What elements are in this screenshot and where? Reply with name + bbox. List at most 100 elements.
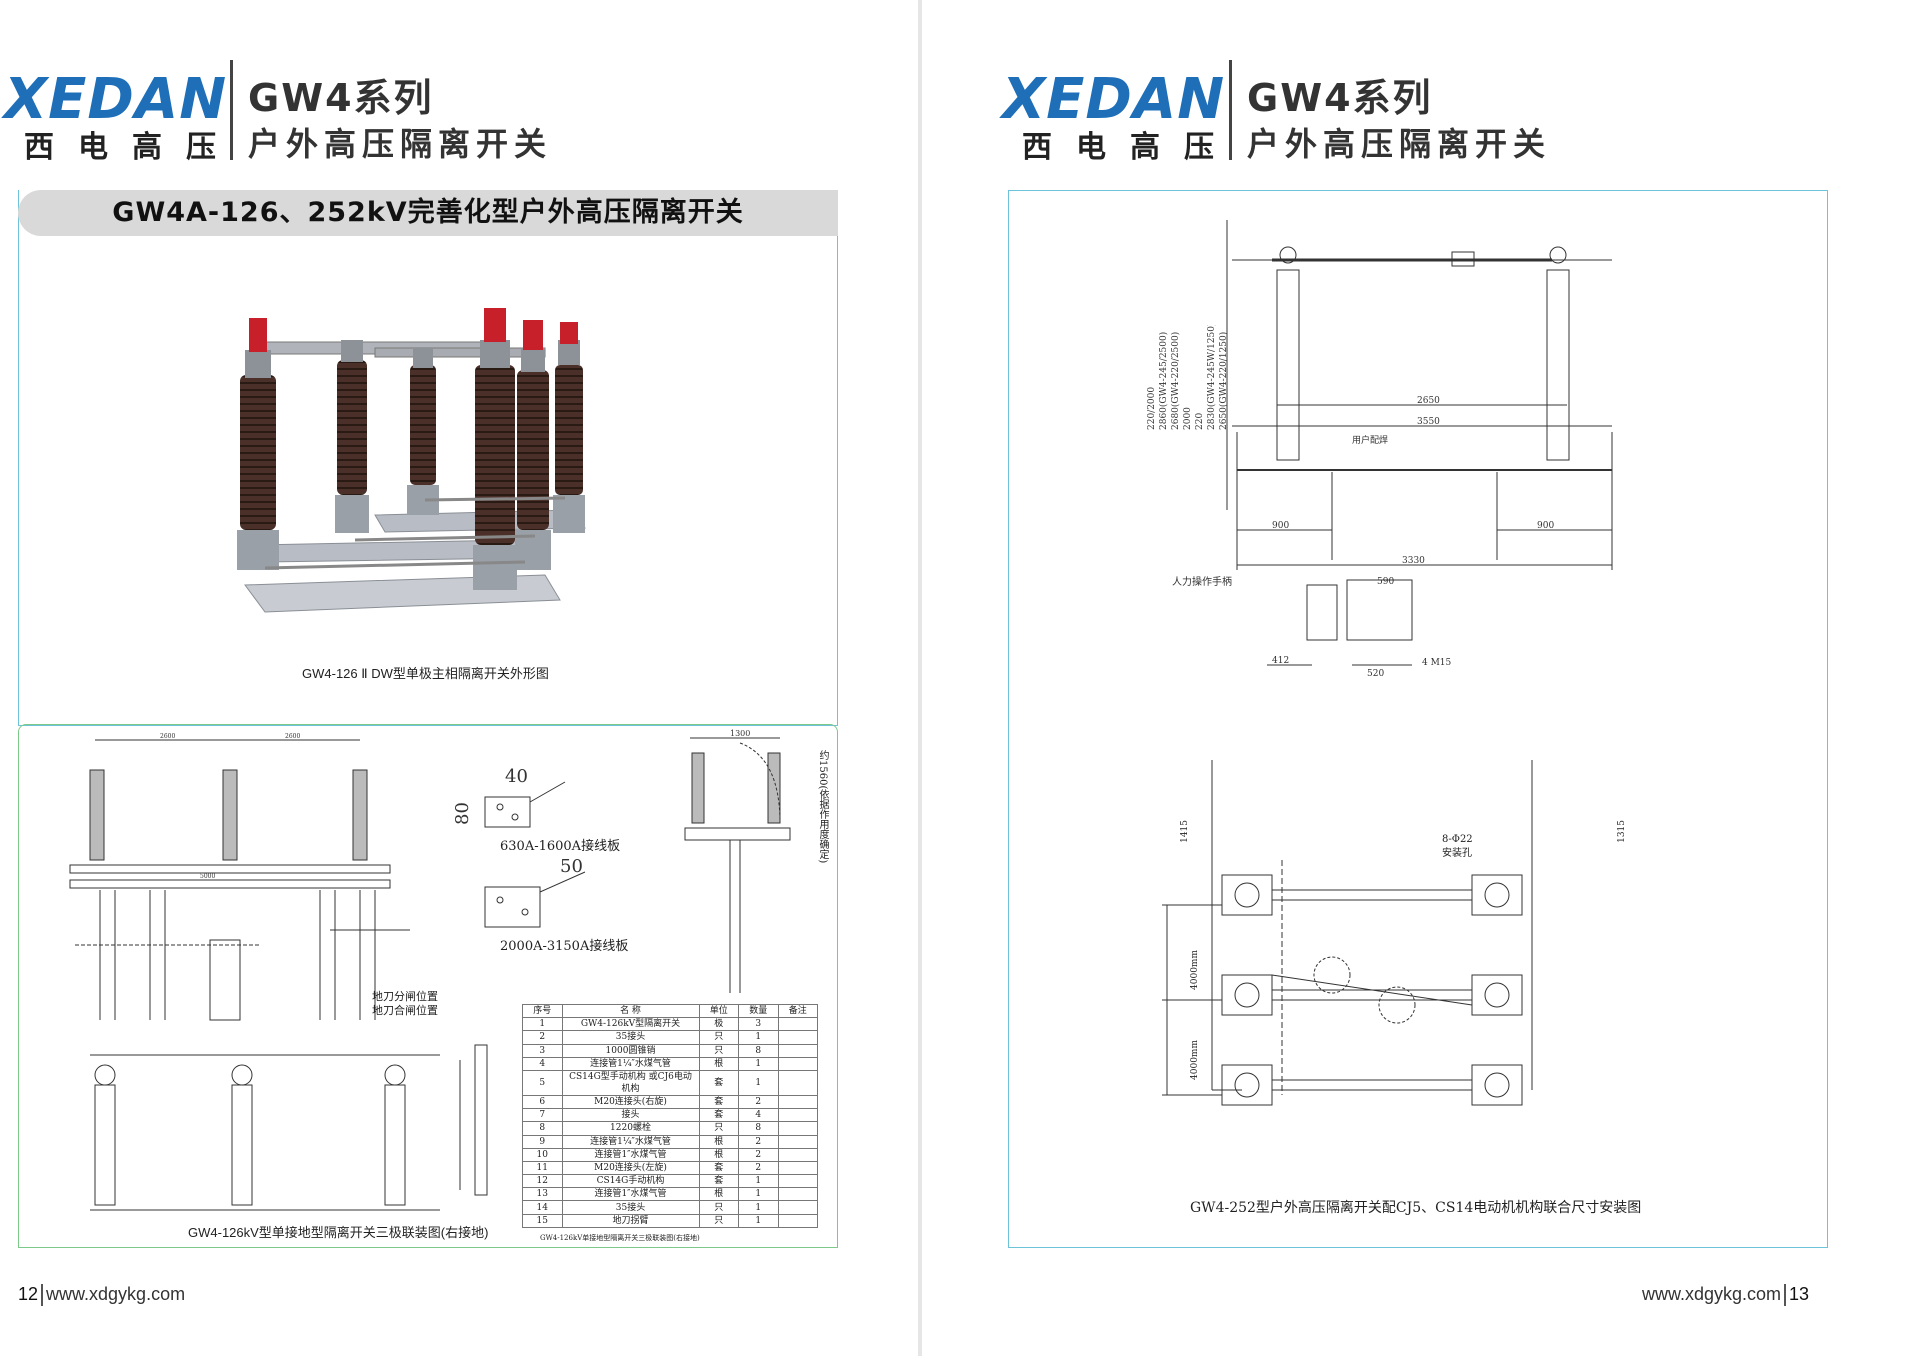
bom-cell: 12 <box>522 1174 563 1189</box>
bom-cell: 35接头 <box>561 1200 700 1215</box>
bom-cell: 根 <box>698 1056 739 1071</box>
bom-cell: 连接管1¼″水煤气管 <box>561 1134 700 1149</box>
bom-cell: 根 <box>698 1187 739 1202</box>
bom-cell: 只 <box>698 1030 739 1045</box>
bom-cell: 1 <box>738 1187 779 1202</box>
bom-cell <box>777 1017 818 1032</box>
logo-subtitle: 西电高压 <box>24 130 240 165</box>
brand-logo-right: XEDAN 西电高压 <box>1002 70 1238 166</box>
bom-cell: 2 <box>738 1094 779 1110</box>
dim-412: 412 <box>1272 656 1289 666</box>
bom-header-remark: 备注 <box>777 1003 818 1019</box>
photo-caption: GW4-126 Ⅱ DW型单极主相隔离开关外形图 <box>302 666 549 681</box>
series-subtitle: 户外高压隔离开关 <box>248 125 553 163</box>
bom-cell <box>777 1043 818 1058</box>
bom-header-unit: 单位 <box>698 1003 739 1019</box>
bom-cell: 1 <box>738 1056 779 1071</box>
logo-wordmark-right: XEDAN <box>1002 67 1226 132</box>
bom-cell: 35接头 <box>561 1030 700 1045</box>
vertical-dims-text: 220/2000 2860(GW4-245/2500) 2680(GW4-220… <box>1147 325 1229 430</box>
dim-1300: 1300 <box>730 729 750 738</box>
bom-cell <box>777 1121 818 1136</box>
left-footer-url: www.xdgykg.com <box>46 1284 186 1304</box>
bom-cell <box>777 1069 818 1096</box>
mount-hole-legend: 8-Φ22 安装孔 <box>1442 833 1473 861</box>
terminal-plate-drawing: 40 80 50 <box>452 766 586 928</box>
dim-4000-b: 4000mm <box>1190 1040 1200 1080</box>
bom-cell: 2 <box>738 1147 779 1162</box>
bom-cell: 14 <box>522 1200 563 1215</box>
bom-cell: 接头 <box>561 1108 700 1123</box>
label-manual-handle: 人力操作手柄 <box>1172 575 1232 588</box>
bom-cell: 1220螺栓 <box>561 1121 700 1136</box>
bom-cell: 2 <box>522 1030 563 1045</box>
bom-cell <box>777 1187 818 1202</box>
dim-900-a: 900 <box>1272 521 1289 531</box>
bom-header-name: 名 称 <box>561 1003 700 1019</box>
bom-cell: 13 <box>522 1187 563 1202</box>
dim-900-b: 900 <box>1537 521 1554 531</box>
bom-cell: 9 <box>522 1134 563 1149</box>
bom-cell <box>777 1030 818 1045</box>
drawing-frame <box>1008 190 1828 1248</box>
dim-1415: 1415 <box>1180 820 1190 843</box>
assembly-plan-drawing <box>90 1054 440 1211</box>
label-mount: 安装孔 <box>1442 848 1472 859</box>
bom-cell <box>777 1160 818 1176</box>
vdim-3: 2680(GW4-220/2500) <box>1170 332 1181 430</box>
bom-cell: 只 <box>698 1213 739 1228</box>
dim-40-a: 40 <box>505 766 528 787</box>
dim-2650: 2650 <box>1417 396 1440 406</box>
right-footer-url: www.xdgykg.com <box>1642 1284 1782 1304</box>
vdim-2: 2860(GW4-245/2500) <box>1158 332 1169 430</box>
footer-divider <box>41 1284 44 1307</box>
terminal-plate-1-label: 630A-1600A接线板 <box>500 839 621 854</box>
bom-cell: 地刀拐臂 <box>561 1213 700 1228</box>
bom-cell: GW4-126kV型隔离开关 <box>561 1017 700 1032</box>
bom-cell: M20连接头(左旋) <box>561 1160 700 1176</box>
bom-caption: GW4-126kV单接地型隔离开关三极联装图(右接地) <box>540 1234 700 1242</box>
bom-cell: 8 <box>522 1121 563 1136</box>
series-title-right: GW4系列 <box>1247 76 1433 120</box>
right-page: XEDAN 西电高压 GW4系列 户外高压隔离开关 <box>922 0 1920 1356</box>
bom-cell: 6 <box>522 1094 563 1110</box>
series-heading: GW4系列 户外高压隔离开关 <box>248 74 552 166</box>
bom-cell: 根 <box>698 1147 739 1162</box>
bom-cell: 极 <box>698 1017 739 1032</box>
bom-cell: 3 <box>738 1017 779 1032</box>
insulator-6 <box>553 322 585 533</box>
bom-cell: 套 <box>698 1069 739 1096</box>
bom-header-row: 序号 名 称 单位 数量 备注 <box>522 1003 818 1019</box>
bom-cell: 1 <box>738 1069 779 1096</box>
bom-cell: 5 <box>522 1069 563 1096</box>
dim-50-a: 50 <box>560 856 583 877</box>
dim-520: 520 <box>1367 669 1384 679</box>
bom-cell: 连接管1¼″水煤气管 <box>561 1056 700 1071</box>
bom-cell: 连接管1″水煤气管 <box>561 1147 700 1162</box>
bom-cell: 8 <box>738 1043 779 1058</box>
label-user-weld: 用户配焊 <box>1352 434 1388 446</box>
bom-cell: 套 <box>698 1160 739 1176</box>
dim-80: 80 <box>452 802 473 825</box>
bom-cell: 4 <box>738 1108 779 1123</box>
product-title-bar: GW4A-126、252kV完善化型户外高压隔离开关 <box>18 190 838 236</box>
vdim-6: 2830(GW4-245W/1250) <box>1206 325 1217 430</box>
bom-cell: 15 <box>522 1213 563 1228</box>
bom-cell: 1 <box>738 1200 779 1215</box>
bom-cell: 只 <box>698 1121 739 1136</box>
bom-cell <box>777 1056 818 1071</box>
bom-cell <box>777 1147 818 1162</box>
dim-2600-a: 2600 <box>160 733 175 740</box>
